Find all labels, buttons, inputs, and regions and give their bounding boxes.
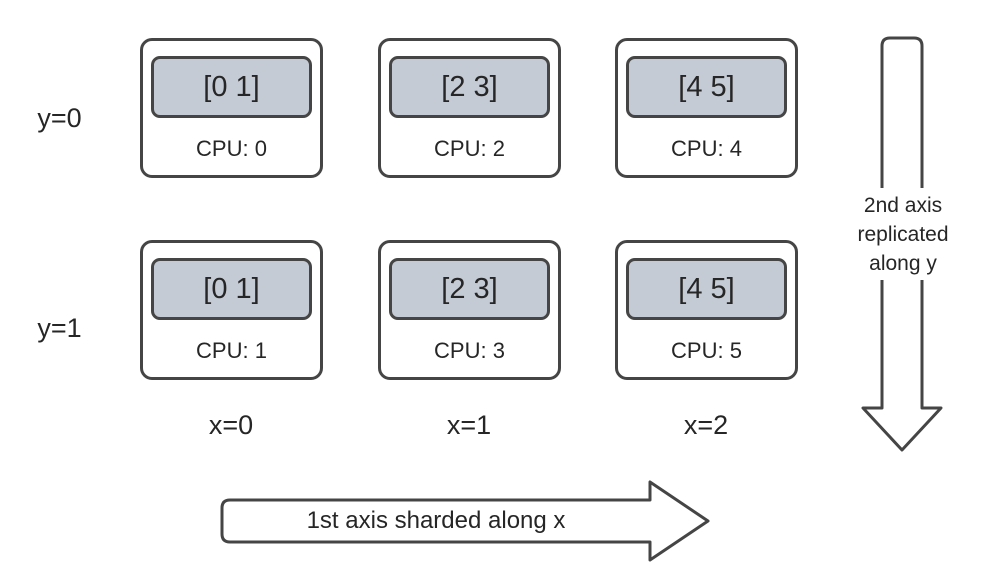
replicate-axis-label-line2: replicated <box>857 222 949 246</box>
col-label-x2: x=2 <box>683 409 729 440</box>
replicate-axis-label-line3: along y <box>869 251 937 275</box>
shard-data: [2 3] <box>389 258 550 320</box>
col-label-x1: x=1 <box>446 409 492 440</box>
device-box: [4 5] CPU: 5 <box>615 240 798 380</box>
device-box: [0 1] CPU: 0 <box>140 38 323 178</box>
device-box: [4 5] CPU: 4 <box>615 38 798 178</box>
device-box: [2 3] CPU: 3 <box>378 240 561 380</box>
device-box: [2 3] CPU: 2 <box>378 38 561 178</box>
shard-data: [2 3] <box>389 56 550 118</box>
replicate-axis-label: 2nd axis replicated along y <box>828 188 978 280</box>
shard-data: [4 5] <box>626 56 787 118</box>
cpu-label: CPU: 2 <box>434 136 505 161</box>
shard-data: [0 1] <box>151 56 312 118</box>
replicate-axis-label-line1: 2nd axis <box>863 193 943 217</box>
row-label-y1: y=1 <box>37 312 82 343</box>
right-arrow-icon <box>220 480 710 562</box>
cpu-label: CPU: 3 <box>434 338 505 363</box>
cpu-label: CPU: 4 <box>671 136 742 161</box>
device-box: [0 1] CPU: 1 <box>140 240 323 380</box>
col-label-x0: x=0 <box>208 409 254 440</box>
cpu-label: CPU: 1 <box>196 338 267 363</box>
shard-data: [4 5] <box>626 258 787 320</box>
shard-data: [0 1] <box>151 258 312 320</box>
cpu-label: CPU: 5 <box>671 338 742 363</box>
cpu-label: CPU: 0 <box>196 136 267 161</box>
row-label-y0: y=0 <box>37 102 82 133</box>
shard-axis-label: 1st axis sharded along x <box>306 507 566 534</box>
